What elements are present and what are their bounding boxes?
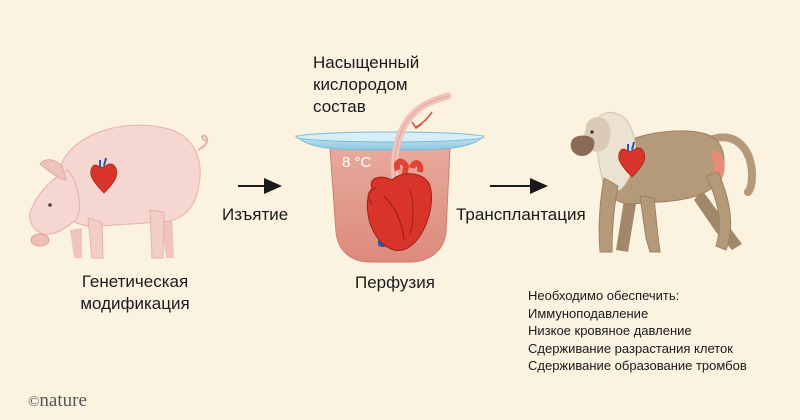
donor-heart-icon <box>366 158 433 251</box>
brand-name: nature <box>39 390 87 411</box>
baboon-heart-icon <box>618 141 646 178</box>
label-removal: Изъятие <box>222 205 289 224</box>
requirement-item: Низкое кровяное давление <box>528 323 692 338</box>
oxygenated-line-2: кислородом <box>313 75 408 94</box>
requirement-item: Сдерживание образование тромбов <box>528 358 747 373</box>
baboon-illustration <box>570 111 757 253</box>
oxygenated-line-1: Насыщенный <box>313 53 420 72</box>
copyright-symbol: © <box>28 394 40 410</box>
requirements-heading: Необходимо обеспечить: <box>528 288 680 303</box>
label-transplantation: Трансплантация <box>456 205 586 224</box>
genetic-line-1: Генетическая <box>81 272 189 291</box>
oxygenated-line-3: состав <box>313 97 366 116</box>
temperature-label: 8 °C <box>342 154 372 171</box>
requirement-item: Иммуноподавление <box>528 305 649 321</box>
requirements-list: Необходимо обеспечить: Иммуноподавление … <box>528 287 747 375</box>
label-perfusion: Перфузия <box>355 273 435 292</box>
genetic-line-2: модификация <box>80 294 190 313</box>
requirement-item: Сдерживание разрастания клеток <box>528 340 733 356</box>
label-genetic-modification: Генетическая модификация <box>60 271 210 315</box>
pig-heart-icon <box>90 157 118 194</box>
pig-illustration <box>29 124 209 259</box>
label-oxygenated-solution: Насыщенный кислородом состав <box>313 52 419 118</box>
nature-logo: ©nature <box>28 390 87 412</box>
